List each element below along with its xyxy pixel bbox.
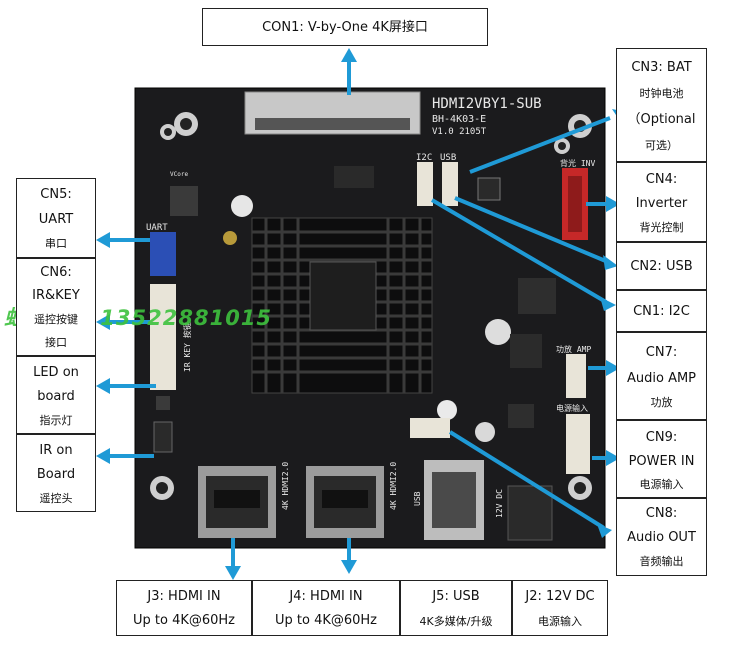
ir-desc: Board — [36, 467, 76, 482]
j2-label: J2: 12V DC 电源输入 — [512, 580, 608, 636]
cn9-desc: POWER IN — [628, 454, 695, 469]
ir-title: IR on — [39, 443, 73, 458]
led-desc: board — [37, 389, 75, 404]
cn9-desc-cn: 电源输入 — [639, 478, 684, 491]
cn8-desc: Audio OUT — [627, 530, 696, 545]
cn8-title: CN8: — [645, 506, 678, 521]
ir-key-connector — [150, 284, 176, 390]
capacitor — [223, 231, 237, 245]
ir-label: IR on Board 遥控头 — [16, 434, 96, 512]
silk-uart: UART — [146, 223, 168, 233]
uart-connector — [150, 232, 176, 276]
cn8-label: CN8: Audio OUT 音频输出 — [616, 498, 707, 576]
battery-holder — [477, 177, 501, 201]
audio-out-connector — [410, 418, 450, 438]
heatsink — [251, 217, 433, 394]
cn5-desc-cn: 串口 — [45, 237, 67, 250]
led-white — [437, 400, 457, 420]
cn3-title: CN3: BAT — [631, 60, 692, 75]
arrows — [96, 48, 626, 580]
silk-amp: 功放 AMP — [556, 344, 591, 354]
hdmi-port — [198, 466, 276, 538]
cn1-label: CN1: I2C — [616, 290, 707, 332]
j4-title: J4: HDMI IN — [289, 589, 363, 604]
cn3-optional-cn: 可选） — [645, 139, 678, 152]
silk-usb: USB — [440, 153, 456, 163]
con1-text: CON1: V-by-One 4K屏接口 — [262, 20, 428, 35]
chip — [510, 334, 542, 368]
silk-hdmi1: 4K HDMI2.0 — [281, 462, 290, 510]
board-title: HDMI2VBY1-SUB — [432, 96, 542, 112]
capacitor — [485, 319, 511, 345]
j4-desc: Up to 4K@60Hz — [274, 613, 378, 628]
cn4-label: CN4: Inverter 背光控制 — [616, 162, 707, 242]
inductor — [170, 186, 198, 216]
cn6-desc-cn: 遥控按键 — [34, 313, 78, 326]
dc-jack — [507, 485, 553, 541]
led-indicator — [156, 396, 170, 410]
j5-title: J5: USB — [432, 589, 480, 604]
silk-vcore: VCore — [170, 171, 188, 178]
led-label: LED on board 指示灯 — [16, 356, 96, 434]
cn6-title: CN6: — [40, 265, 72, 280]
cn3-desc: 时钟电池 — [639, 87, 684, 100]
j3-desc: Up to 4K@60Hz — [132, 613, 236, 628]
cn6-desc: IR&KEY — [32, 288, 80, 303]
cn9-title: CN9: — [645, 430, 678, 445]
cn6-label: CN6: IR&KEY 遥控按键 接口 — [16, 258, 96, 356]
capacitor — [475, 422, 495, 442]
cn9-label: CN9: POWER IN 电源输入 — [616, 420, 707, 498]
cn8-desc-cn: 音频输出 — [639, 555, 684, 568]
silk-12v: 12V DC — [495, 489, 504, 518]
j4-label: J4: HDMI IN Up to 4K@60Hz — [252, 580, 400, 636]
ir-desc-cn: 遥控头 — [39, 492, 73, 505]
silk-usb2: USB — [413, 491, 422, 506]
cn4-title: CN4: — [645, 172, 678, 187]
con1-label: CON1: V-by-One 4K屏接口 — [202, 8, 488, 46]
j3-label: J3: HDMI IN Up to 4K@60Hz — [116, 580, 252, 636]
cn7-desc: Audio AMP — [626, 371, 697, 386]
cn7-label: CN7: Audio AMP 功放 — [616, 332, 707, 420]
cn4-desc: Inverter — [635, 196, 688, 211]
silk-i2c: I2C — [416, 153, 432, 163]
i2c-connector — [417, 162, 433, 206]
j2-desc: 电源输入 — [538, 615, 582, 628]
silk-power: 电源输入 — [556, 403, 588, 413]
j2-title: J2: 12V DC — [525, 589, 595, 604]
cn5-title: CN5: — [40, 187, 72, 202]
board-model: BH-4K03-E — [432, 114, 486, 125]
cn5-desc: UART — [38, 212, 74, 227]
usb-header-connector — [442, 162, 458, 206]
j5-label: J5: USB 4K多媒体/升级 — [400, 580, 512, 636]
silk-inv: 背光 INV — [560, 158, 595, 168]
cn3-optional: （Optional — [627, 112, 696, 127]
silk-irkey: IR KEY 按键 — [182, 322, 192, 372]
chip — [334, 166, 374, 188]
cn7-desc-cn: 功放 — [650, 396, 673, 409]
cn3-label: CN3: BAT 时钟电池 （Optional 可选） — [616, 48, 707, 162]
ir-receiver — [153, 421, 173, 453]
cn7-title: CN7: — [645, 345, 678, 360]
led-white — [231, 195, 253, 217]
board-version: V1.0 2105T — [432, 127, 487, 137]
cn6-desc-cn2: 接口 — [45, 336, 67, 349]
chip — [508, 404, 534, 428]
cn4-desc-cn: 背光控制 — [639, 221, 684, 234]
cn5-label: CN5: UART 串口 — [16, 178, 96, 258]
led-title: LED on — [33, 365, 79, 380]
chip — [518, 278, 556, 314]
led-desc-cn: 指示灯 — [39, 414, 73, 427]
cn2-label: CN2: USB — [616, 242, 707, 290]
silk-hdmi2: 4K HDMI2.0 — [389, 462, 398, 510]
amp-connector — [566, 354, 586, 398]
hdmi-port — [306, 466, 384, 538]
j5-desc: 4K多媒体/升级 — [419, 615, 493, 628]
power-in-connector — [566, 414, 590, 474]
cn2-title: CN2: USB — [630, 259, 693, 274]
usb-port — [424, 460, 484, 540]
cn1-title: CN1: I2C — [633, 304, 690, 319]
j3-title: J3: HDMI IN — [147, 589, 221, 604]
